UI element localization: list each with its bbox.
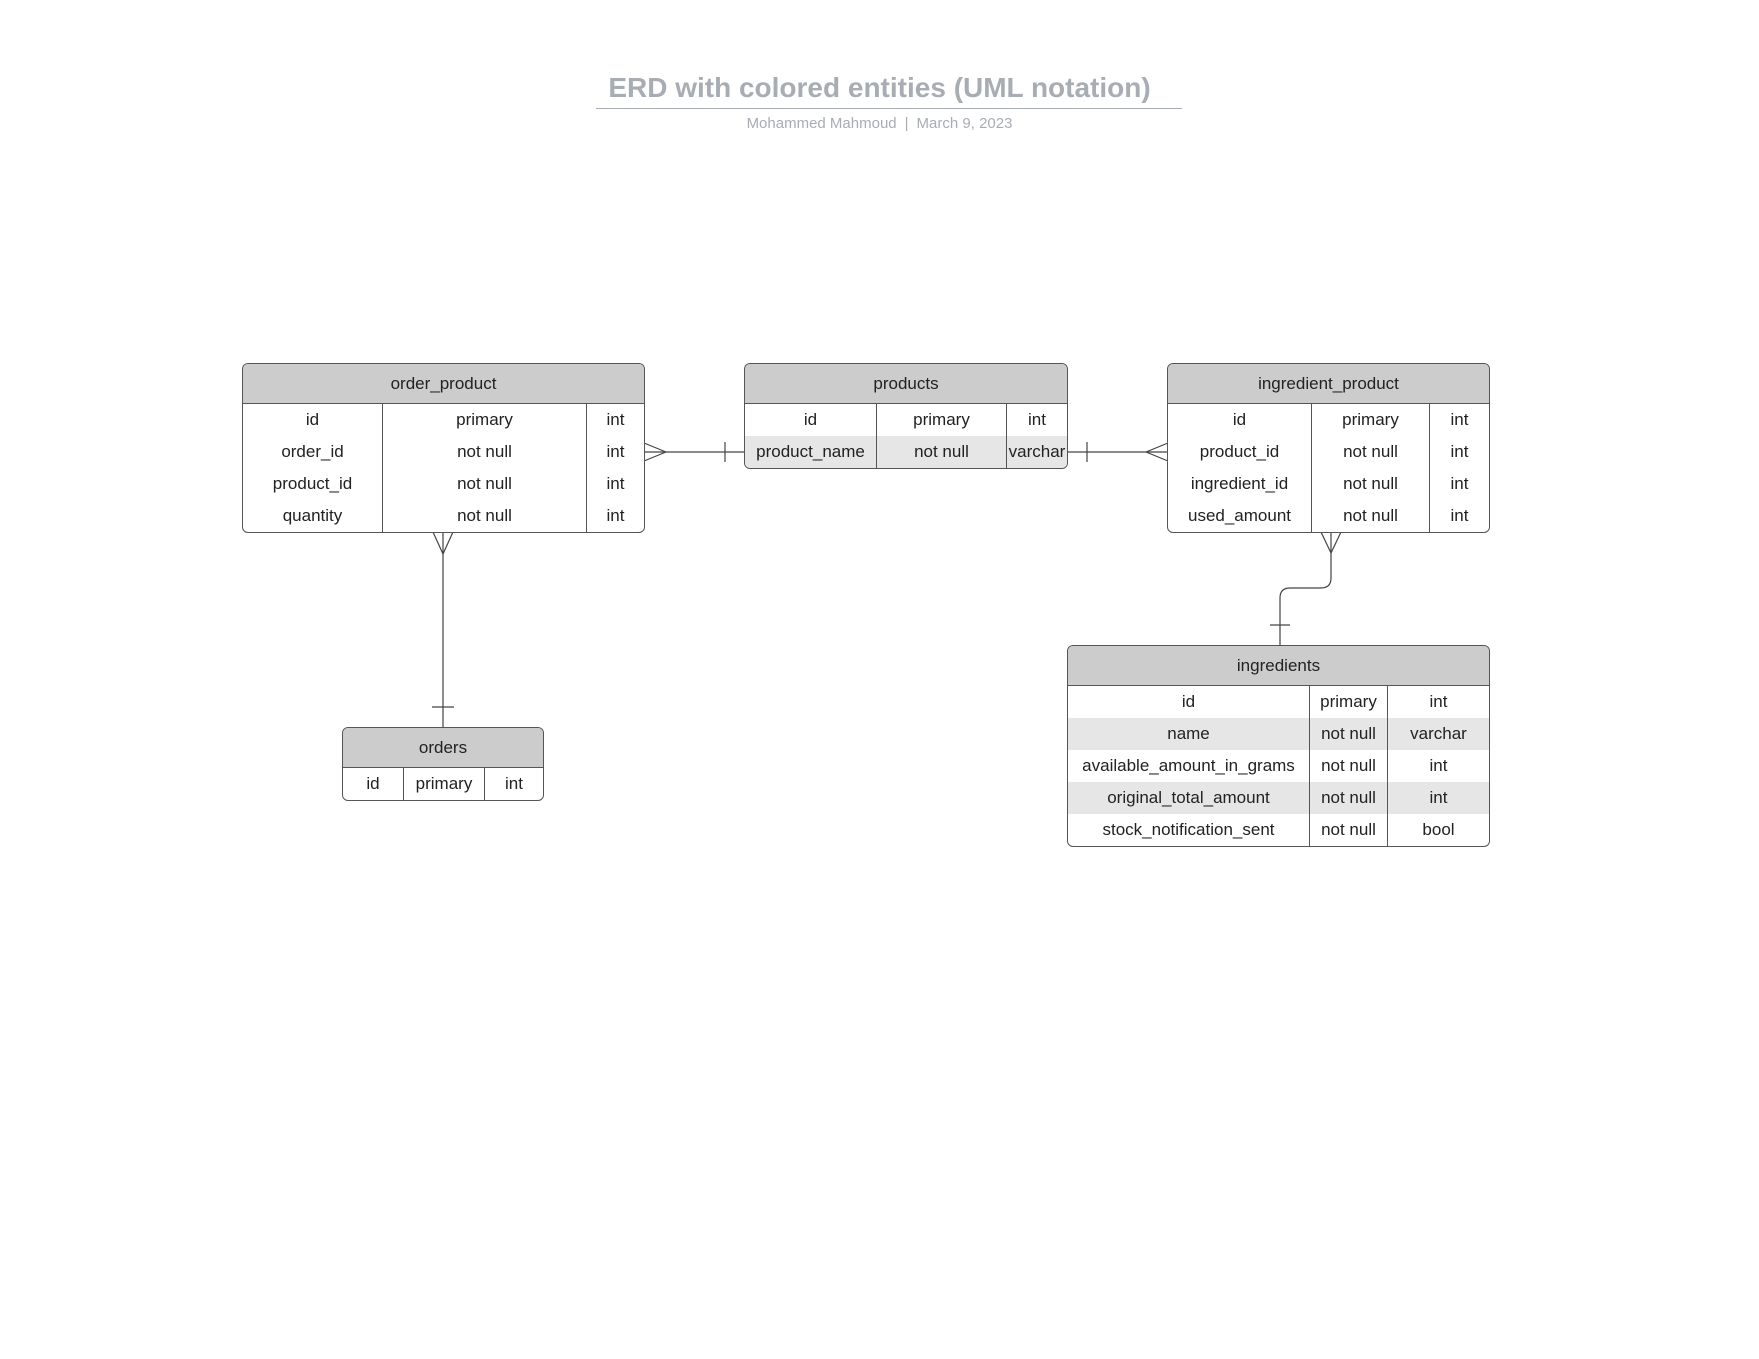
field-name: quantity <box>243 500 383 532</box>
field-type: int <box>606 474 625 493</box>
field-name: id <box>1168 404 1312 436</box>
field-constraint: primary <box>383 404 587 436</box>
crowfoot-many-marker <box>1145 451 1169 462</box>
table-row: id primary int <box>343 768 543 800</box>
crowfoot-many-marker <box>442 531 454 555</box>
table-row: original_total_amount not null int <box>1068 782 1489 814</box>
crowfoot-many-marker <box>1320 531 1332 554</box>
field-constraint: not null <box>383 436 587 468</box>
table-row: available_amount_in_grams not null int <box>1068 750 1489 782</box>
field-constraint: not null <box>1312 468 1430 500</box>
table-row: id primary int <box>243 404 644 436</box>
field-name: name <box>1068 718 1310 750</box>
rel-ingredient-product-ingredients <box>1270 531 1342 646</box>
field-constraint: primary <box>404 768 485 800</box>
field-type: bool <box>1422 820 1455 839</box>
field-name: used_amount <box>1168 500 1312 532</box>
field-name: id <box>343 768 404 800</box>
diagram-title: ERD with colored entities (UML notation) <box>608 72 1151 103</box>
crowfoot-many-marker <box>643 442 667 453</box>
field-constraint: not null <box>1310 782 1388 814</box>
entity-header: ingredients <box>1068 646 1489 686</box>
rel-order-product-products <box>643 442 745 462</box>
field-name: available_amount_in_grams <box>1068 750 1310 782</box>
field-name: id <box>1068 686 1310 718</box>
crowfoot-many-marker <box>1145 442 1169 453</box>
diagram-subtitle: Mohammed Mahmoud | March 9, 2023 <box>0 115 1759 132</box>
rel-products-ingredient-product <box>1067 442 1169 462</box>
table-row: quantity not null int <box>243 500 644 532</box>
table-row: product_id not null int <box>243 468 644 500</box>
field-constraint: primary <box>1312 404 1430 436</box>
table-row: ingredient_id not null int <box>1168 468 1489 500</box>
entity-header: orders <box>343 728 543 768</box>
subtitle-separator: | <box>904 115 909 132</box>
diagram-date: March 9, 2023 <box>916 115 1013 132</box>
crowfoot-many-marker <box>1330 531 1342 554</box>
field-type: int <box>1450 506 1469 525</box>
table-row: order_id not null int <box>243 436 644 468</box>
field-constraint: primary <box>1310 686 1388 718</box>
entity-orders[interactable]: orders id primary int <box>342 727 544 801</box>
entity-header: ingredient_product <box>1168 364 1489 404</box>
field-name: id <box>745 404 877 436</box>
author-name: Mohammed Mahmoud <box>746 115 897 132</box>
entity-header: products <box>745 364 1067 404</box>
field-type: int <box>1450 410 1469 429</box>
field-type: varchar <box>1008 442 1066 461</box>
table-row: id primary int <box>1068 686 1489 718</box>
field-name: product_id <box>243 468 383 500</box>
field-constraint: not null <box>1310 750 1388 782</box>
field-type: int <box>606 506 625 525</box>
field-constraint: not null <box>1310 718 1388 750</box>
entity-header: order_product <box>243 364 644 404</box>
field-name: original_total_amount <box>1068 782 1310 814</box>
field-constraint: not null <box>383 468 587 500</box>
title-underline <box>596 108 1182 109</box>
field-type: int <box>1429 788 1448 807</box>
field-constraint: not null <box>383 500 587 532</box>
table-row: stock_notification_sent not null bool <box>1068 814 1489 846</box>
field-name: stock_notification_sent <box>1068 814 1310 846</box>
field-type: int <box>1429 692 1448 711</box>
field-constraint: not null <box>1310 814 1388 846</box>
field-type: int <box>505 774 523 793</box>
field-constraint: not null <box>877 436 1007 468</box>
crowfoot-many-marker <box>432 531 444 555</box>
field-type: int <box>606 410 625 429</box>
field-type: int <box>1450 474 1469 493</box>
entity-ingredient-product[interactable]: ingredient_product id primary int produc… <box>1167 363 1490 533</box>
field-constraint: not null <box>1312 500 1430 532</box>
table-row: product_name not null varchar <box>745 436 1067 468</box>
field-type: int <box>1450 442 1469 461</box>
field-name: ingredient_id <box>1168 468 1312 500</box>
field-constraint: primary <box>877 404 1007 436</box>
field-name: order_id <box>243 436 383 468</box>
entity-products[interactable]: products id primary int product_name not… <box>744 363 1068 469</box>
field-type: varchar <box>1410 724 1467 743</box>
entity-ingredients[interactable]: ingredients id primary int name not null… <box>1067 645 1490 847</box>
field-name: product_id <box>1168 436 1312 468</box>
table-row: product_id not null int <box>1168 436 1489 468</box>
field-constraint: not null <box>1312 436 1430 468</box>
field-type: int <box>606 442 625 461</box>
rel-line <box>1279 532 1332 646</box>
table-row: id primary int <box>745 404 1067 436</box>
rel-order-product-orders <box>432 531 454 727</box>
entity-order-product[interactable]: order_product id primary int order_id no… <box>242 363 645 533</box>
field-name: id <box>243 404 383 436</box>
table-row: name not null varchar <box>1068 718 1489 750</box>
field-name: product_name <box>745 436 877 468</box>
crowfoot-many-marker <box>643 451 667 462</box>
field-type: int <box>1429 756 1448 775</box>
field-type: int <box>1028 410 1046 429</box>
table-row: used_amount not null int <box>1168 500 1489 532</box>
table-row: id primary int <box>1168 404 1489 436</box>
